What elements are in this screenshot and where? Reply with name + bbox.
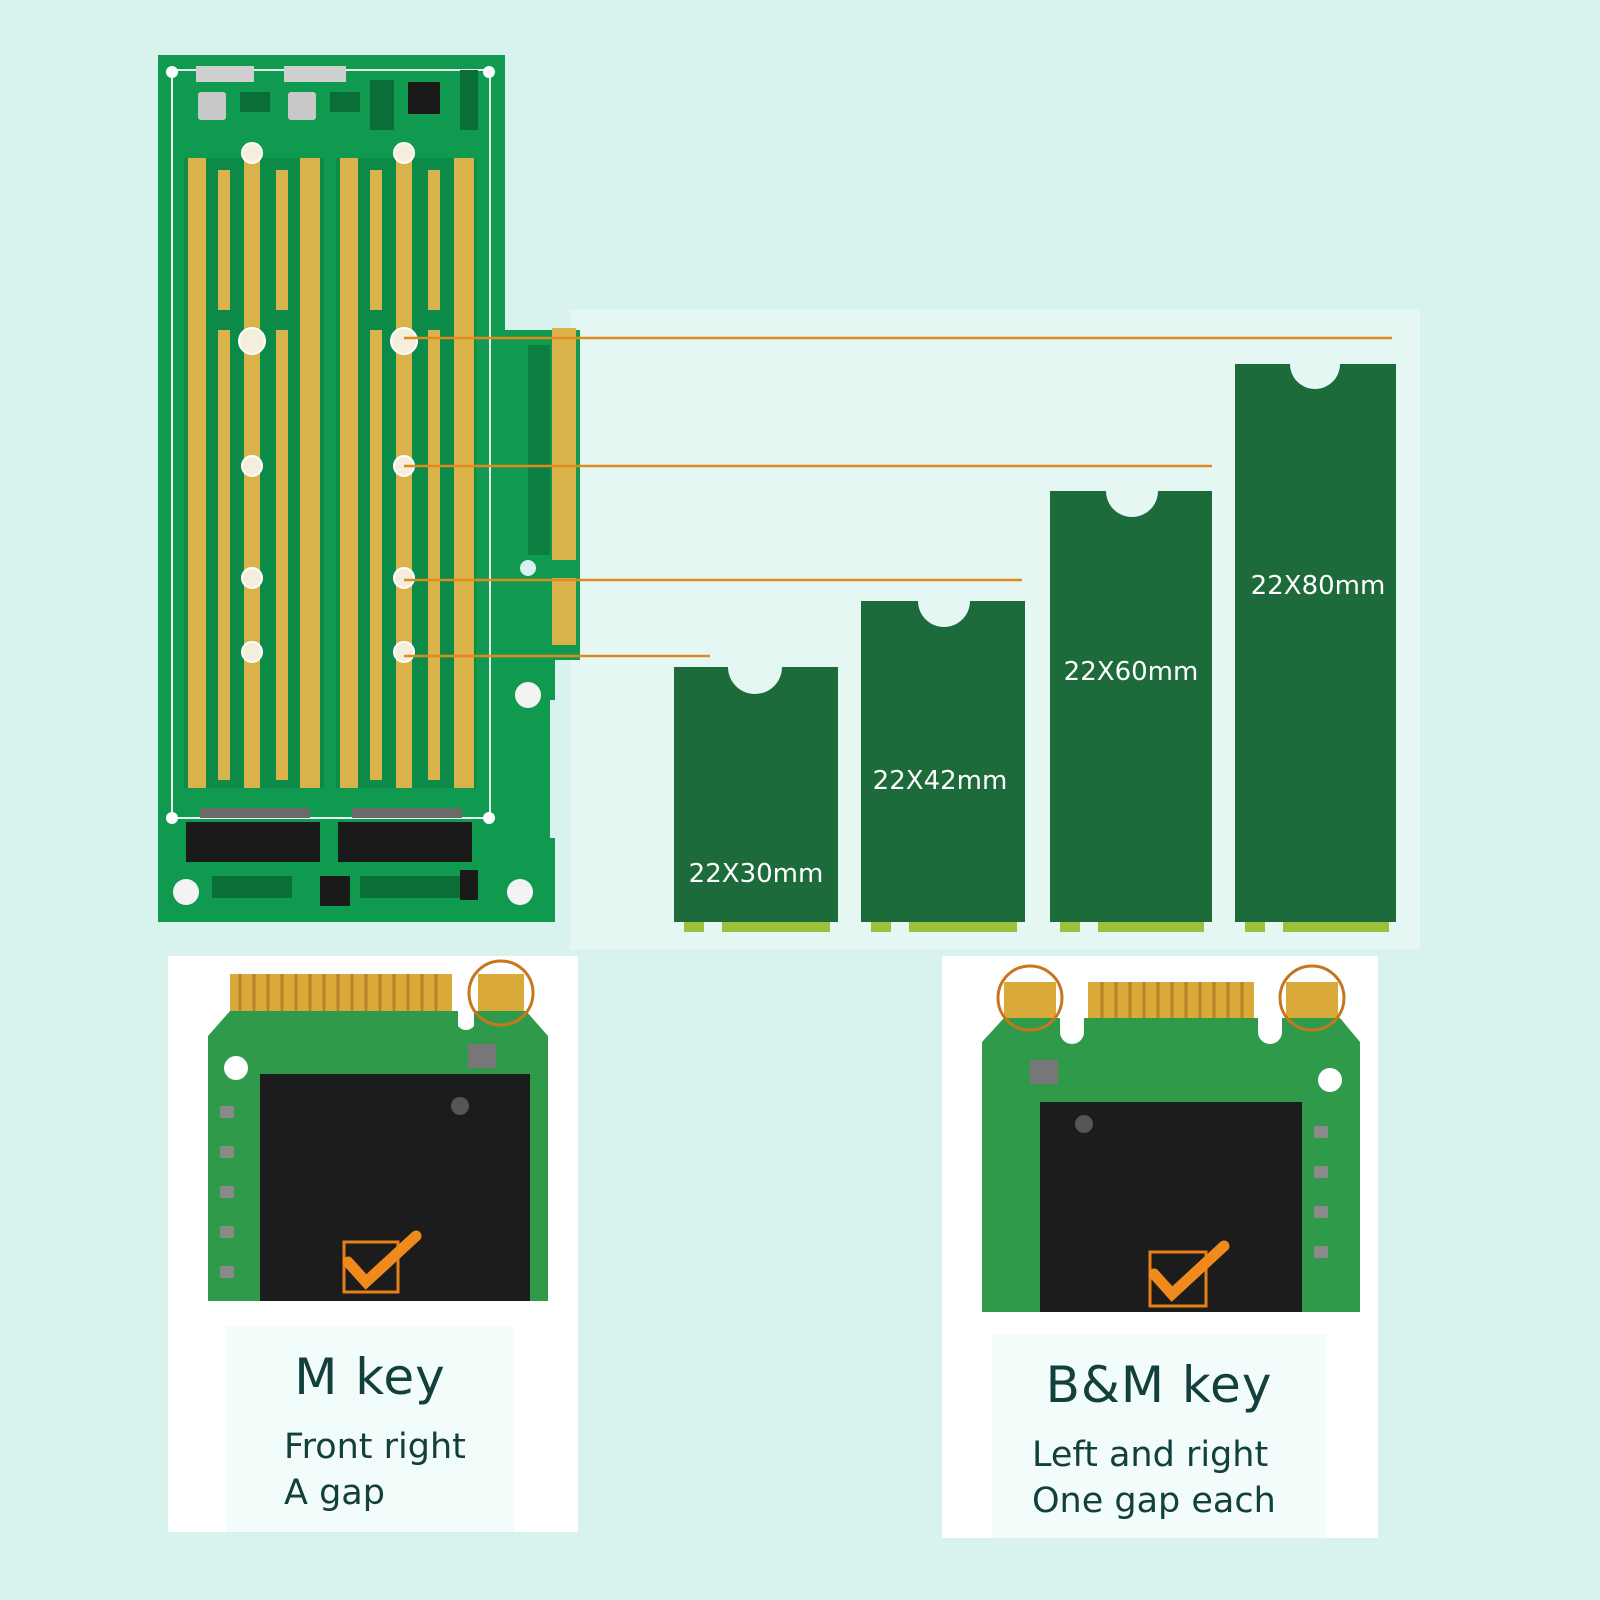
m-key-title: M key [294,1348,446,1406]
module-22x80: 22X80mm [1235,364,1396,932]
bm-key-caption: B&M key Left and right One gap each [992,1334,1326,1538]
length-guide-lines [404,336,1392,658]
pcie-edge-connector [552,328,576,560]
m-key-desc-line1: Front right [284,1427,466,1467]
mount-hole [515,682,541,708]
module-label: 22X42mm [873,766,1008,796]
m-key-ssd-photo [208,959,548,1301]
pcie-adapter-card [158,55,580,922]
notch-highlight-circle [467,959,535,1027]
check-icon [1148,1240,1230,1302]
module-22x60: 22X60mm [1050,491,1212,932]
m-key-caption: M key Front right A gap [226,1326,514,1532]
module-label: 22X60mm [1064,657,1199,687]
m2-socket [186,822,320,862]
m-key-description: Front right A gap [284,1424,466,1516]
check-icon [342,1230,422,1290]
bm-key-desc-line2: One gap each [1032,1481,1276,1521]
check-icon-box [1148,1250,1208,1308]
bm-key-panel: B&M key Left and right One gap each [942,956,1378,1538]
bm-key-title: B&M key [1045,1356,1273,1414]
bm-key-description: Left and right One gap each [1032,1432,1276,1524]
check-icon-box [342,1240,400,1294]
module-22x42: 22X42mm [861,601,1025,932]
module-label: 22X80mm [1251,571,1386,601]
bm-key-desc-line1: Left and right [1032,1435,1269,1475]
left-notch-highlight-circle [996,964,1064,1032]
m-key-desc-line2: A gap [284,1473,385,1513]
m-key-panel: M key Front right A gap [168,956,578,1532]
m2-socket [338,822,472,862]
module-label: 22X30mm [689,859,824,889]
mount-hole [507,879,533,905]
module-22x30: 22X30mm [674,667,838,932]
right-notch-highlight-circle [1278,964,1346,1032]
mount-hole [173,879,199,905]
bm-key-ssd-photo [982,964,1360,1312]
